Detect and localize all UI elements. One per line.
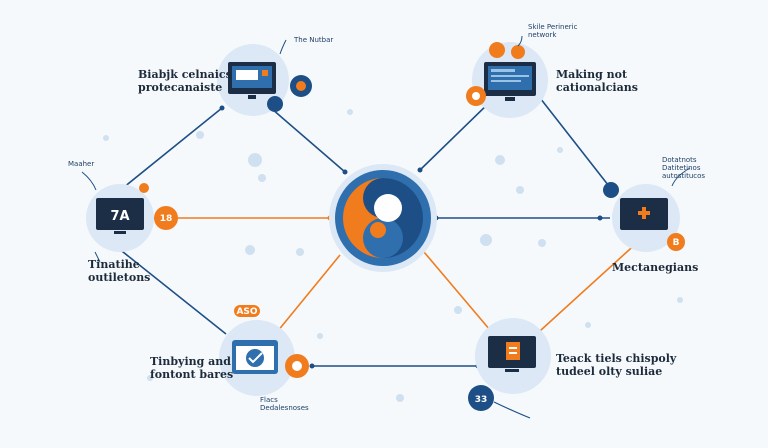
monitor-icon	[228, 62, 276, 99]
right-tag: Dotatnots Datitetinos autostitucos	[662, 156, 706, 180]
node-top-right[interactable]	[466, 42, 548, 118]
gear-icon	[468, 385, 494, 411]
top-left-tag: The Nutbar	[294, 36, 334, 44]
bottom-right-label: Teack tiels chispoly tudeel olty suliae	[556, 352, 677, 378]
right-badge-text: B	[673, 238, 680, 248]
node-bottom-left[interactable]: ASO	[219, 305, 309, 396]
bottom-left-badge-text: ASO	[236, 307, 257, 317]
node-bottom-right[interactable]: 33	[468, 318, 551, 419]
top-right-label: Making not cationalcians	[556, 68, 638, 94]
edge-right-bottomright	[529, 239, 641, 341]
badge-icon	[234, 305, 260, 317]
monitor-icon	[484, 62, 536, 101]
left-badge-text: 18	[160, 214, 173, 224]
badge-icon	[667, 233, 685, 251]
left-tag: Maaher	[68, 160, 95, 168]
top-left-label: Biabjk celnaics protecanaiste	[138, 68, 232, 94]
node-right[interactable]: B	[603, 182, 685, 252]
edge-hub-bottomright	[423, 251, 491, 331]
monitor-icon: 7A	[96, 198, 144, 234]
monitor-icon	[620, 198, 668, 230]
right-label: Mectanegians	[612, 261, 699, 274]
top-right-tag: Skile Perineric network	[528, 23, 578, 39]
callout-lines	[81, 35, 691, 263]
node-left[interactable]: 7A 18	[86, 183, 178, 252]
svg-text:7A: 7A	[110, 209, 129, 224]
left-label: Tinatihe outiletons	[88, 258, 151, 284]
edge-left-bottomleft	[107, 239, 227, 335]
edge-left-topleft	[107, 107, 223, 201]
document-icon	[488, 336, 536, 372]
node-top-left[interactable]	[217, 44, 312, 116]
yin-yang-logo-icon	[343, 178, 423, 258]
edge-hub-topright	[419, 99, 493, 171]
badge-icon	[154, 206, 178, 230]
chart-window-icon	[232, 340, 278, 374]
background-splotches	[103, 109, 683, 402]
hub-node	[329, 164, 437, 272]
bottom-left-label: Tinbying and fontont bares	[150, 355, 234, 381]
bottom-left-tag: Flacs Dedalesnoses	[260, 396, 309, 412]
bottom-right-badge-text: 33	[475, 395, 488, 405]
